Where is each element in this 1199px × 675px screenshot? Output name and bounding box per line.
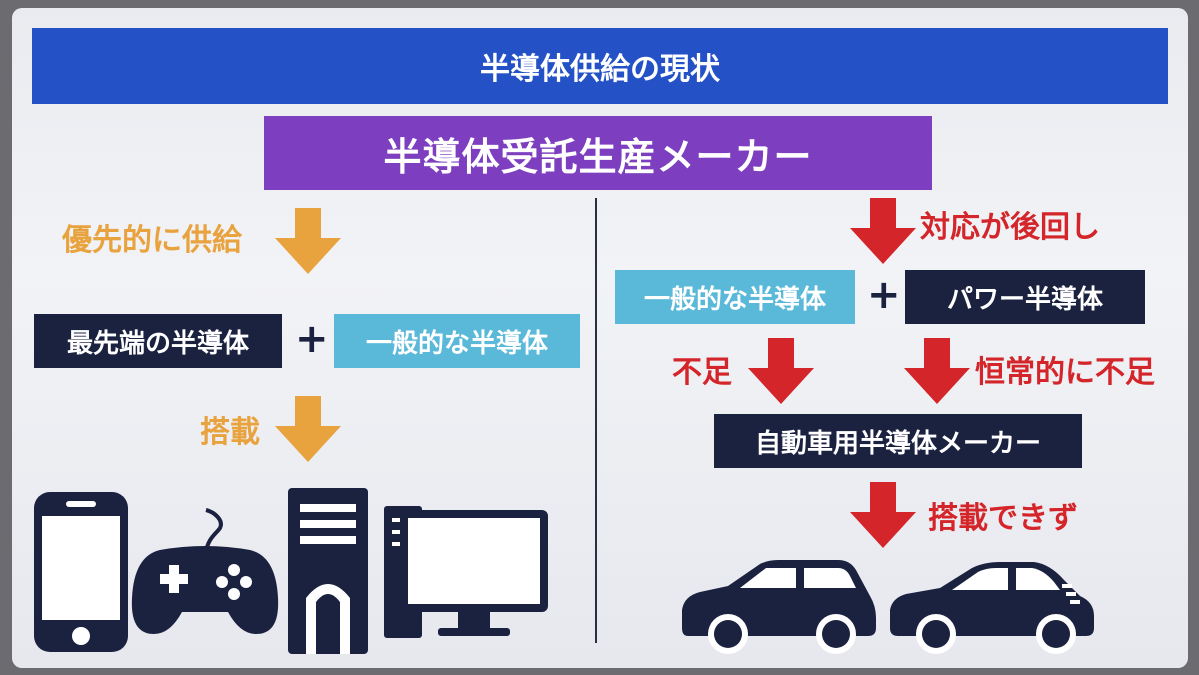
infographic-board: 半導体供給の現状 半導体受託生産メーカー 優先的に供給 最先端の半導体 + 一般… xyxy=(12,8,1188,668)
chip-power-box: パワー半導体 xyxy=(905,270,1145,324)
automaker-box: 自動車用半導体メーカー xyxy=(714,414,1082,468)
hatchback-car-icon xyxy=(682,560,876,654)
sedan-car-icon xyxy=(890,562,1094,654)
plus-sign-left: + xyxy=(295,316,329,362)
title-bar: 半導体供給の現状 xyxy=(32,28,1168,104)
chip-power-label: パワー半導体 xyxy=(946,284,1103,315)
plus-sign-right: + xyxy=(867,272,901,318)
arrow-down-icon xyxy=(275,208,341,274)
arrow-down-icon xyxy=(748,338,814,404)
arrow-down-icon xyxy=(904,338,970,404)
chronic-shortage-label: 恒常的に不足 xyxy=(975,355,1155,390)
chip-general-label-left: 一般的な半導体 xyxy=(365,328,548,359)
arrow-down-icon xyxy=(850,198,916,264)
page-title: 半導体供給の現状 xyxy=(480,52,720,87)
arrow-down-icon xyxy=(850,482,916,548)
deferred-label: 対応が後回し xyxy=(920,210,1100,245)
foundry-label: 半導体受託生産メーカー xyxy=(383,134,813,179)
priority-supply-label: 優先的に供給 xyxy=(62,223,242,258)
chip-general-box-left: 一般的な半導体 xyxy=(334,314,580,368)
chip-advanced-box: 最先端の半導体 xyxy=(34,314,282,368)
center-divider xyxy=(595,198,597,643)
mounted-label: 搭載 xyxy=(200,415,260,450)
cannot-mount-label: 搭載できず xyxy=(928,501,1078,536)
automaker-label: 自動車用半導体メーカー xyxy=(754,428,1041,459)
foundry-bar: 半導体受託生産メーカー xyxy=(264,116,932,190)
desktop-pc-icon xyxy=(288,488,548,654)
game-controller-icon xyxy=(131,508,279,634)
shortage-label: 不足 xyxy=(672,355,732,390)
arrow-down-icon xyxy=(275,396,341,462)
smartphone-icon xyxy=(34,492,128,652)
chip-general-label-right: 一般的な半導体 xyxy=(643,284,826,315)
chip-general-box-right: 一般的な半導体 xyxy=(615,270,855,324)
chip-advanced-label: 最先端の半導体 xyxy=(66,328,249,359)
